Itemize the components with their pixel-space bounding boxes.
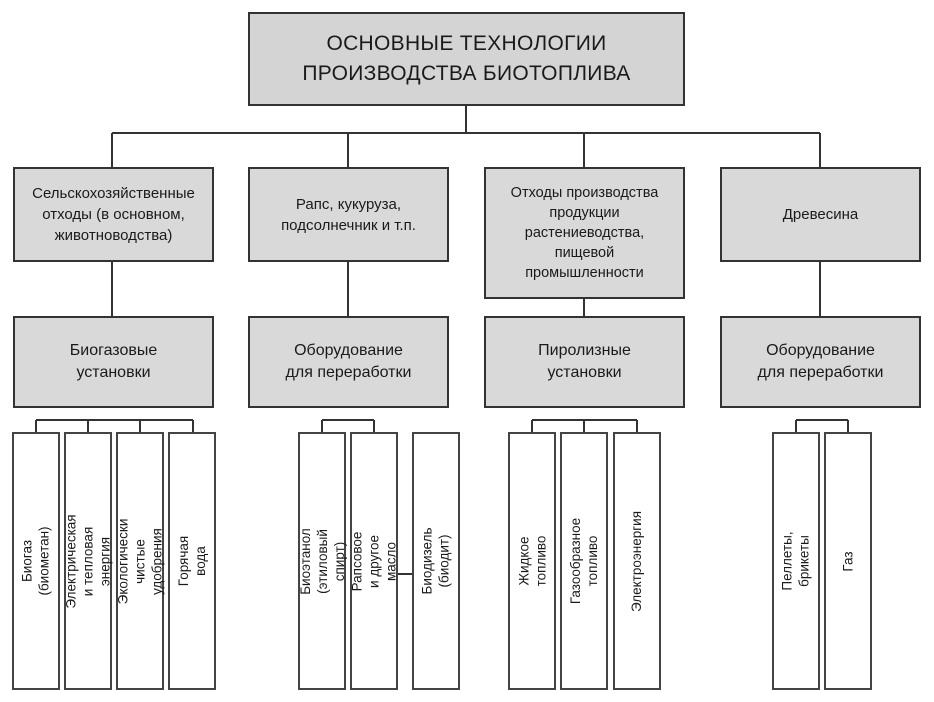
source-box-plant-waste: Отходы производства продукции растениево… (484, 167, 685, 299)
product-box-liquid-fuel: Жидкое топливо (508, 432, 556, 690)
source-label: Древесина (782, 206, 859, 223)
product-label: Газ (840, 550, 856, 572)
source-box-crops: Рапс, кукуруза, подсолнечник и т.п. (248, 167, 449, 262)
tech-box-biogas: Биогазовые установки (13, 316, 214, 408)
product-box-biodiesel: Биодизель (биодит) (412, 432, 460, 690)
product-label: Пеллеты, брикеты (780, 531, 812, 591)
product-label: Горячая вода (176, 535, 208, 587)
product-label: Рапсовое и другое масло (349, 531, 399, 591)
product-label: Жидкое топливо (516, 535, 549, 587)
product-box-hot-water: Горячая вода (168, 432, 216, 690)
product-label: Электрическая и тепловая энергия (63, 513, 113, 609)
product-label: Электроэнергия (629, 510, 645, 612)
tech-label: Оборудование для переработки (757, 342, 884, 381)
product-box-rapeseed-oil: Рапсовое и другое масло (349, 432, 399, 690)
source-box-agricultural: Сельскохозяйственные отходы (в основном,… (13, 167, 214, 262)
product-box-energy: Электрическая и тепловая энергия (63, 432, 113, 690)
product-label: Биодизель (биодит) (420, 527, 453, 595)
product-label: Биоэтанол (этиловый спирт) (297, 527, 347, 595)
product-box-bioethanol: Биоэтанол (этиловый спирт) (297, 432, 347, 690)
source-label: Рапс, кукуруза, подсолнечник и т.п. (281, 195, 416, 234)
tech-box-pyrolysis: Пиролизные установки (484, 316, 685, 408)
diagram-title-text: ОСНОВНЫЕ ТЕХНОЛОГИИ ПРОИЗВОДСТВА БИОТОПЛ… (302, 32, 631, 85)
tech-box-processing-wood: Оборудование для переработки (720, 316, 921, 408)
product-box-gaseous-fuel: Газообразное топливо (560, 432, 608, 690)
tech-label: Пиролизные установки (538, 342, 631, 381)
product-box-electricity: Электроэнергия (613, 432, 661, 690)
product-box-pellets: Пеллеты, брикеты (772, 432, 820, 690)
source-label: Сельскохозяйственные отходы (в основном,… (32, 185, 195, 244)
tech-label: Оборудование для переработки (285, 342, 412, 381)
product-box-gas: Газ (824, 432, 872, 690)
product-box-biogas: Биогаз (биометан) (12, 432, 60, 690)
product-label: Экологически чистые удобрения (115, 518, 165, 604)
product-box-fertilizer: Экологически чистые удобрения (115, 432, 165, 690)
source-box-wood: Древесина (720, 167, 921, 262)
tech-box-processing-crops: Оборудование для переработки (248, 316, 449, 408)
tech-label: Биогазовые установки (69, 342, 158, 381)
product-label: Газообразное топливо (568, 517, 601, 605)
product-label: Биогаз (биометан) (20, 526, 53, 596)
diagram-title: ОСНОВНЫЕ ТЕХНОЛОГИИ ПРОИЗВОДСТВА БИОТОПЛ… (248, 12, 685, 106)
source-label: Отходы производства продукции растениево… (510, 185, 659, 281)
